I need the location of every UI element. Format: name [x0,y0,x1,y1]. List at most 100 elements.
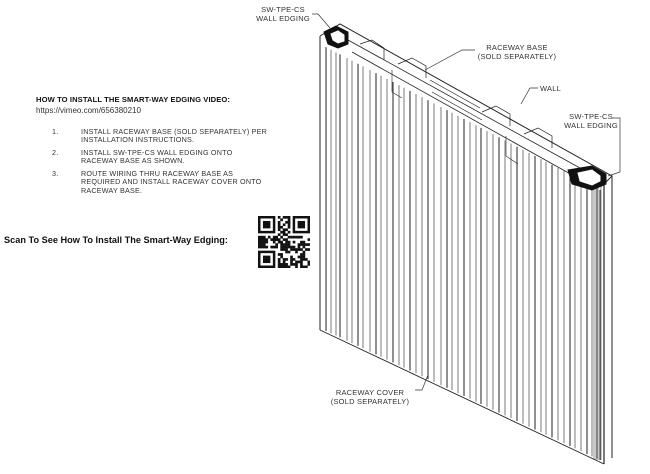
qr-module [295,263,298,266]
qr-module [305,258,308,261]
label-edging-top: SW-TPE-CS WALL EDGING [252,5,314,23]
qr-module [297,255,301,259]
qr-module [265,238,269,241]
qr-module [290,255,293,259]
qr-module [280,263,283,266]
qr-module [262,240,266,244]
qr-module [275,245,279,249]
qr-module [277,223,281,227]
qr-module [302,243,306,246]
qr-module [285,263,288,266]
qr-module [305,243,308,246]
qr-module [302,258,306,261]
qr-module [262,243,266,246]
qr-module [297,243,301,246]
qr-module [277,265,281,268]
qr-module [297,235,301,239]
channel-rib [397,57,427,78]
qr-module [282,233,286,237]
label-raceway-cover: RACEWAY COVER (SOLD SEPARATELY) [326,388,414,406]
channel-step [391,70,403,99]
qr-module [258,235,261,239]
qr-module [302,253,306,256]
qr-module [280,240,283,244]
qr-module [305,248,308,251]
step-line: INSTALL SW-TPE-CS WALL EDGING ONTO [81,148,233,157]
channel-inner [429,79,481,109]
qr-module [307,248,310,251]
qr-code-icon[interactable] [258,216,310,268]
qr-module [260,235,264,239]
install-instructions: HOW TO INSTALL THE SMART-WAY EDGING VIDE… [36,95,296,115]
qr-module [275,235,279,239]
qr-module [277,220,281,224]
qr-module [287,235,291,239]
qr-module [267,235,271,239]
qr-module [297,248,301,251]
qr-module [280,225,283,229]
qr-module [280,230,283,234]
step-line: INSTALLATION INSTRUCTIONS. [81,135,195,145]
qr-module [260,240,264,244]
qr-module [277,225,281,229]
step-line: INSTALL RACEWAY BASE (SOLD SEPARATELY) P… [81,127,268,136]
qr-module [277,253,281,256]
qr-module [282,263,286,266]
label-raceway-cover-line1: RACEWAY COVER [335,388,405,397]
qr-module [272,240,276,244]
qr-module [300,248,303,251]
qr-module [297,245,301,249]
qr-module [282,228,286,232]
qr-module [270,238,274,241]
step-text: ROUTE WIRING THRU RACEWAY BASE AS REQUIR… [81,169,291,195]
step-text: INSTALL RACEWAY BASE (SOLD SEPARATELY) P… [81,127,291,145]
label-edging-top-line2: WALL EDGING [256,14,310,23]
qr-module [280,248,283,251]
qr-module [265,240,269,244]
qr-module [280,243,283,246]
qr-module [287,230,291,234]
qr-module [285,248,288,251]
qr-module [262,245,266,249]
qr-module [275,243,279,246]
qr-module [285,245,288,249]
leader-lines [312,13,621,391]
qr-module [287,216,291,219]
channel-step [505,136,519,165]
step-number: 2. [52,148,59,157]
qr-module [290,263,293,266]
qr-module [292,258,296,261]
qr-module [290,260,293,264]
qr-module [280,255,283,259]
channel-inner [431,91,483,121]
qr-module [272,238,276,241]
label-wall: WALL [540,84,561,93]
qr-module [277,228,281,232]
qr-module [282,223,286,227]
qr-module [307,243,310,246]
qr-module [282,243,286,246]
qr-module [262,235,266,239]
qr-module [282,265,286,268]
qr-module [290,258,293,261]
qr-module [302,245,306,249]
qr-module [282,260,286,264]
step-line: RACEWAY BASE AS SHOWN. [81,156,185,166]
qr-module [285,233,288,237]
qr-module [287,243,291,246]
leader-wall [520,87,538,105]
qr-finder-pattern [297,220,306,229]
qr-module [285,250,288,254]
qr-module [297,260,301,264]
step-number: 1. [52,127,59,136]
qr-module [295,250,298,254]
qr-module [277,260,281,264]
qr-module [258,245,261,249]
qr-module [305,265,308,268]
qr-module [277,233,281,237]
qr-module [282,248,286,251]
qr-module [307,263,310,266]
video-url-link[interactable]: https://vimeo.com/656380210 [36,106,141,115]
instruction-step-3: 3. ROUTE WIRING THRU RACEWAY BASE AS REQ… [52,169,312,196]
